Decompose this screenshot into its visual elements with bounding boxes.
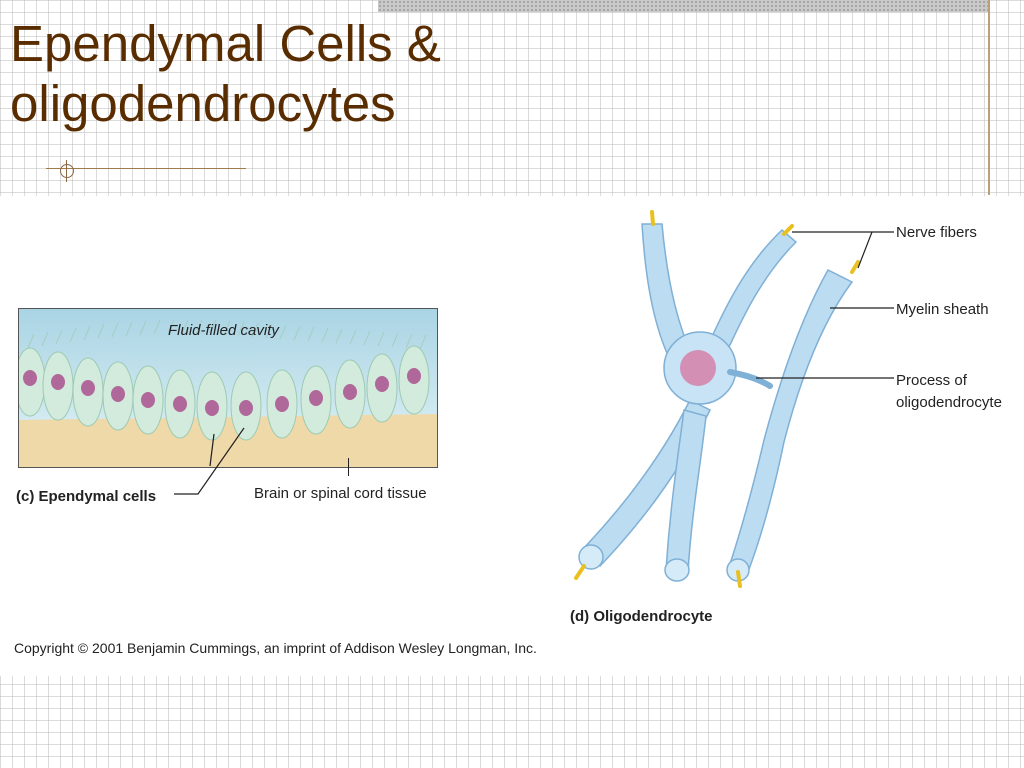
content-panel: Fluid-filled cavity (c) Ependymal cells … [0,196,1024,676]
myelin-tube-right [726,269,854,573]
decorative-right-rule [988,0,990,195]
copyright-notice: Copyright © 2001 Benjamin Cummings, an i… [14,640,537,656]
ependymal-leader-lines [174,427,245,495]
title-underline [46,168,246,169]
tissue-leader-line [348,458,349,476]
process-label-line-1: Process of [896,372,967,389]
slide-title-line-2: oligodendrocytes [10,75,396,132]
tissue-label: Brain or spinal cord tissue [254,485,427,502]
oligodendrocyte-nucleus [680,350,716,386]
slide-title-line-1: Ependymal Cells & [10,15,441,72]
slide-title: Ependymal Cells & oligodendrocytes [10,14,441,134]
ependymal-illustration [18,308,438,468]
ependymal-caption: (c) Ependymal cells [16,488,157,505]
oligodendrocyte-illustration [574,210,894,588]
oligodendrocyte-caption: (d) Oligodendrocyte [570,608,713,625]
decorative-top-strip [378,0,988,12]
myelin-sheath-label: Myelin sheath [896,301,989,318]
nerve-fibers-label: Nerve fibers [896,224,977,241]
process-label-line-2: oligodendrocyte [896,394,1002,411]
oligodendrocyte-process [727,369,773,389]
crosshair-icon [56,160,78,182]
fluid-cavity-label: Fluid-filled cavity [168,322,279,339]
